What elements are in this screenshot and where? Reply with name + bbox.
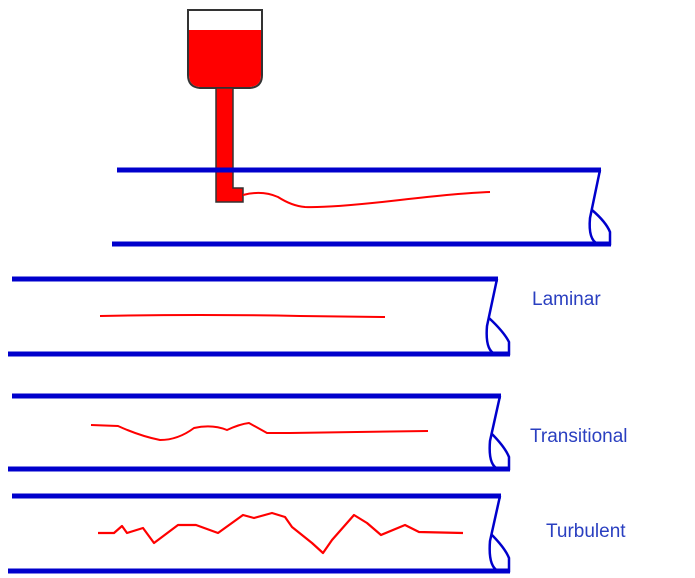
- label-transitional: Transitional: [530, 426, 628, 447]
- pipe-laminar: [8, 276, 511, 357]
- pipe-turbulent: [8, 493, 511, 574]
- pipe-transitional: [8, 393, 511, 472]
- dye-streak-initial: [242, 191, 491, 209]
- dye-injector-tube: [215, 87, 244, 203]
- dye-streak-transitional: [90, 421, 429, 442]
- dye-streak-turbulent: [98, 511, 464, 555]
- dye-reservoir: [187, 9, 263, 203]
- label-laminar: Laminar: [532, 289, 601, 310]
- label-turbulent: Turbulent: [546, 521, 626, 542]
- dye-streak-laminar: [99, 314, 386, 318]
- pipe-injection: [112, 167, 612, 247]
